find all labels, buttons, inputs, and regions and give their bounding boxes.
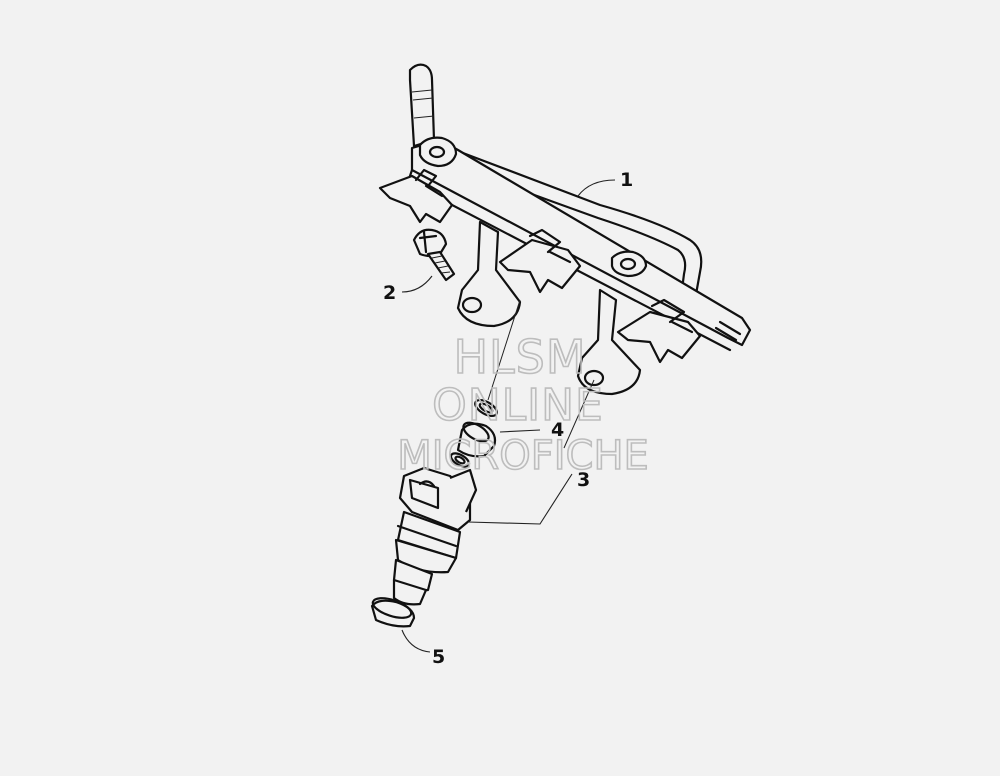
- seal-grommet: [456, 421, 497, 458]
- callout-4: 4: [551, 419, 564, 441]
- callout-5: 5: [432, 646, 445, 668]
- fuel-injector: [392, 466, 478, 606]
- fuel-inlet-tube: [408, 63, 436, 148]
- callout-1: 1: [620, 169, 633, 191]
- injector-cup-2: [498, 228, 582, 294]
- leader-lines: [401, 179, 616, 653]
- fuel-rail: [406, 136, 752, 352]
- mounting-boss-1: [456, 220, 522, 328]
- lower-seal-ring: [370, 597, 416, 628]
- watermark-line-2: ONLINE: [432, 380, 604, 431]
- watermark: HLSM ONLINE MICROFICHE: [396, 329, 649, 480]
- injector-cup-3: [616, 298, 702, 364]
- callout-3: 3: [577, 469, 590, 491]
- watermark-line-1: HLSM: [453, 330, 586, 384]
- callout-2: 2: [383, 282, 396, 304]
- injector-cup-1: [378, 168, 454, 224]
- bolt: [412, 228, 456, 282]
- mounting-boss-2: [576, 288, 642, 396]
- watermark-line-3: MICROFICHE: [397, 433, 649, 479]
- o-ring-upper: [474, 398, 498, 418]
- o-ring-lower: [449, 452, 471, 468]
